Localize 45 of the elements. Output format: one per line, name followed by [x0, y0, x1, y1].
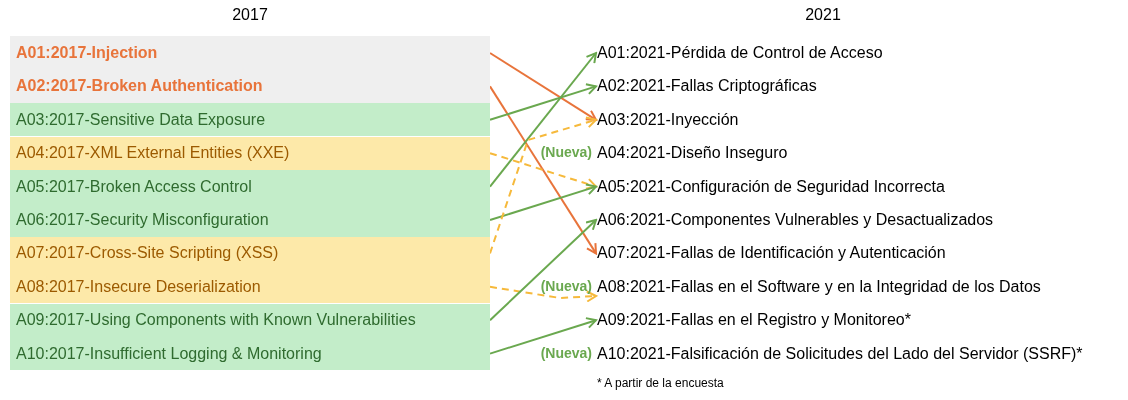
arrow: [489, 317, 597, 355]
arrow: [489, 52, 597, 121]
list-row: [10, 36, 490, 70]
item-text: A05:2021-Configuración de Seguridad Incorrecta: [597, 177, 945, 196]
new-tag: (Nueva): [540, 277, 592, 294]
column-heading: 2017: [232, 6, 268, 24]
arrow: [489, 85, 597, 255]
list-row: [10, 303, 490, 337]
item-text: A01:2021-Pérdida de Control de Acceso: [597, 44, 883, 62]
list-row: [10, 203, 490, 237]
column-heading: 2021: [805, 6, 841, 24]
list-row: [10, 236, 490, 271]
list-row: [10, 169, 490, 204]
new-tag: (Nueva): [540, 344, 592, 361]
item-text: A06:2021-Componentes Vulnerables y Desactualizados: [597, 211, 994, 229]
item-text: A09:2017-Using Components with Known Vulnerabilities: [16, 311, 416, 330]
arrow: [489, 219, 597, 322]
item-text: A07:2017-Cross-Site Scripting (XSS): [16, 244, 279, 263]
arrow: [489, 52, 597, 188]
item-text: A02:2017-Broken Authentication: [16, 77, 263, 96]
arrow: [489, 285, 597, 303]
list-row: [10, 336, 490, 371]
item-text: A01:2017-Injection: [16, 44, 158, 62]
item-text: A10:2021-Falsificación de Solicitudes del Lado del Servidor (SSRF)*: [597, 344, 1083, 363]
list-row: [10, 270, 490, 304]
item-text: A08:2021-Fallas en el Software y en la Integridad de los Datos: [597, 277, 1041, 296]
item-text: A03:2021-Inyección: [597, 110, 739, 129]
item-text: A03:2017-Sensitive Data Exposure: [16, 110, 266, 129]
footnote: * A partir de la encuesta: [597, 376, 724, 390]
item-text: A08:2017-Insecure Deserialization: [16, 277, 261, 296]
item-text: A09:2021-Fallas en el Registro y Monitoreo*: [597, 311, 911, 330]
new-tag: (Nueva): [540, 144, 592, 161]
item-text: A04:2017-XML External Entities (XXE): [16, 144, 290, 163]
item-text: A07:2021-Fallas de Identificación y Autenticación: [597, 244, 946, 263]
item-text: A02:2021-Fallas Criptográficas: [597, 77, 817, 96]
list-row: [10, 136, 490, 170]
item-text: A04:2021-Diseño Inseguro: [597, 144, 788, 163]
list-row: [10, 69, 490, 104]
arrow: [489, 83, 597, 121]
arrow: [489, 152, 597, 190]
item-text: A05:2017-Broken Access Control: [16, 177, 252, 196]
item-text: A06:2017-Security Misconfiguration: [16, 211, 269, 229]
arrow: [489, 183, 597, 221]
item-text: A10:2017-Insufficient Logging & Monitoring: [16, 344, 322, 363]
list-row: [10, 103, 490, 137]
